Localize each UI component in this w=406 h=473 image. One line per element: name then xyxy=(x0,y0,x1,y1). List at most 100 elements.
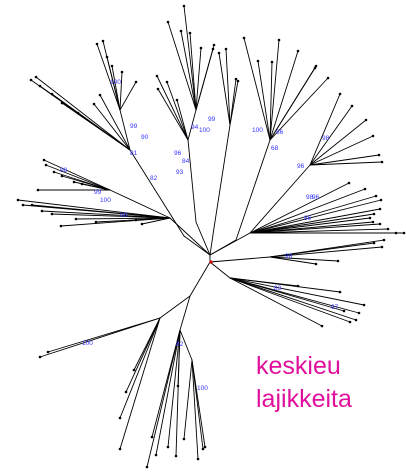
tree-branch-77 xyxy=(17,199,171,219)
tree-branch-49 xyxy=(269,67,316,141)
tree-tip-77 xyxy=(314,262,318,266)
tree-branch-31 xyxy=(183,5,197,111)
tree-branch-3 xyxy=(209,227,215,256)
tree-tip-12 xyxy=(110,64,114,68)
tree-tip-45 xyxy=(363,187,367,191)
tree-tip-79 xyxy=(338,290,342,294)
tree-branch-41 xyxy=(235,139,271,241)
bootstrap-value-label: 98 xyxy=(120,212,128,219)
tree-tip-74 xyxy=(382,238,386,242)
tree-tip-52 xyxy=(378,222,382,226)
tree-tip-6 xyxy=(76,111,80,115)
tree-tip-93 xyxy=(145,465,149,469)
tree-tip-11 xyxy=(105,55,109,59)
tree-branch-100 xyxy=(229,277,323,327)
bootstrap-value-label: 99 xyxy=(208,116,216,123)
tree-branch-40 xyxy=(229,80,239,126)
bootstrap-value-label: 98 xyxy=(60,167,68,174)
tree-tip-94 xyxy=(154,453,158,457)
tree-tip-82 xyxy=(354,318,358,322)
tree-branch-92 xyxy=(269,256,317,265)
tree-branch-121 xyxy=(183,359,193,440)
tree-branch-75 xyxy=(81,183,111,191)
bootstrap-value-label: 100 xyxy=(252,127,263,134)
bootstrap-value-label: 99 xyxy=(130,123,138,130)
bootstrap-value-label: 99 xyxy=(94,189,102,196)
root-marker xyxy=(209,260,213,264)
tree-branch-56 xyxy=(309,161,383,166)
tree-branch-63 xyxy=(249,217,371,234)
bootstrap-value-label: 96 xyxy=(312,194,320,201)
tree-tip-40 xyxy=(364,118,368,122)
tree-tip-100 xyxy=(196,457,200,461)
tree-tip-51 xyxy=(371,220,375,224)
tree-branch-32 xyxy=(189,32,197,111)
tree-tip-23 xyxy=(199,46,203,50)
tree-tip-2 xyxy=(29,78,33,82)
tree-tip-81 xyxy=(357,311,361,315)
bootstrap-value-label: 93 xyxy=(176,169,184,176)
tree-tip-47 xyxy=(379,198,383,202)
tree-tip-44 xyxy=(347,181,351,185)
bootstrap-value-label: 97 xyxy=(331,304,339,311)
tree-tip-80 xyxy=(362,303,366,307)
tree-tip-97 xyxy=(176,384,180,388)
tree-tip-4 xyxy=(50,92,54,96)
tree-tip-17 xyxy=(165,80,169,84)
tree-tip-20 xyxy=(179,29,183,33)
tree-tip-3 xyxy=(38,84,42,88)
tree-branch-52 xyxy=(309,105,353,166)
tree-branch-84 xyxy=(141,217,171,225)
tree-tip-30 xyxy=(242,36,246,40)
tree-branch-81 xyxy=(51,213,171,219)
tree-tip-75 xyxy=(380,245,384,249)
tree-tip-50 xyxy=(368,216,372,220)
tree-branch-91 xyxy=(269,256,339,262)
tree-branch-65 xyxy=(249,223,381,234)
tree-branch-54 xyxy=(309,135,374,166)
tree-branches xyxy=(17,5,405,468)
tree-branch-50 xyxy=(249,164,311,234)
tree-tip-8 xyxy=(98,93,102,97)
tree-tip-70 xyxy=(140,222,144,226)
tree-tip-56 xyxy=(42,158,46,162)
tree-tip-48 xyxy=(378,207,382,211)
tree-tip-99 xyxy=(203,445,207,449)
tree-tip-83 xyxy=(348,320,352,324)
bootstrap-value-label: 100 xyxy=(100,197,111,204)
tree-branch-8 xyxy=(35,76,131,151)
bootstrap-value-label: 84 xyxy=(182,158,190,165)
tree-tip-33 xyxy=(277,38,281,42)
tree-branch-109 xyxy=(119,317,161,450)
bootstrap-value-label: 98 xyxy=(322,135,330,142)
tree-branch-43 xyxy=(257,60,271,141)
tree-branch-15 xyxy=(99,94,131,151)
tree-branch-51 xyxy=(309,93,341,166)
tree-tip-14 xyxy=(134,80,138,84)
tree-tips xyxy=(16,4,406,469)
tree-branch-53 xyxy=(309,119,367,166)
bootstrap-value-label: 90 xyxy=(141,134,149,141)
tree-branch-116 xyxy=(177,329,181,387)
tree-tip-96 xyxy=(174,454,178,458)
tree-branch-108 xyxy=(119,317,161,419)
bootstrap-value-label: 100 xyxy=(110,79,121,86)
bootstrap-value-label: 82 xyxy=(176,341,184,348)
tree-tip-69 xyxy=(94,220,98,224)
tree-branch-117 xyxy=(179,329,193,361)
bootstrap-value-label: 68 xyxy=(271,145,279,152)
tree-tip-58 xyxy=(52,170,56,174)
tree-tip-7 xyxy=(92,102,96,106)
tree-tip-62 xyxy=(36,188,40,192)
bootstrap-value-label: 96 xyxy=(174,150,182,157)
tree-branch-86 xyxy=(135,217,171,221)
tree-tip-60 xyxy=(72,180,76,184)
tree-tip-10 xyxy=(101,39,105,43)
tree-tip-68 xyxy=(74,217,78,221)
tree-branch-24 xyxy=(157,88,189,141)
tree-tip-65 xyxy=(30,203,34,207)
tree-branch-21 xyxy=(119,71,123,111)
tree-tip-66 xyxy=(40,209,44,213)
bootstrap-value-label: 100 xyxy=(197,385,208,392)
